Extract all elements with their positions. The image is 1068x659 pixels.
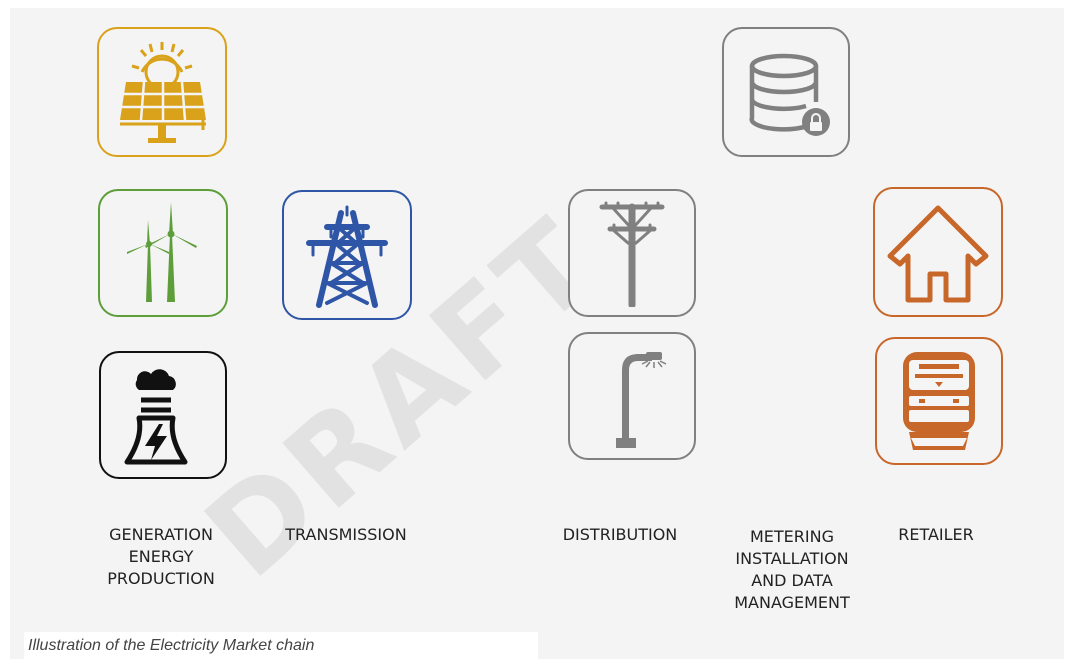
database-tile — [722, 27, 850, 157]
metering-label-line-2: INSTALLATION — [735, 549, 849, 568]
transmission-tile — [282, 190, 412, 320]
retailer-label-line-1: RETAILER — [898, 525, 974, 544]
power-plant-icon — [124, 369, 188, 465]
database-lock-icon — [749, 53, 830, 136]
utility-pole-tile — [568, 189, 696, 317]
distribution-label: DISTRIBUTION — [563, 524, 678, 546]
figure-caption: Illustration of the Electricity Market c… — [24, 632, 538, 659]
street-lamp-tile — [568, 332, 696, 460]
transmission-tower-icon — [306, 205, 388, 308]
utility-pole-icon — [599, 201, 665, 307]
solar-panel-icon — [120, 42, 206, 143]
generation-label-line-2: ENERGY — [128, 547, 194, 566]
metering-label-line-1: METERING — [749, 527, 834, 546]
wind-tile — [98, 189, 228, 317]
generation-label-line-3: PRODUCTION — [107, 569, 215, 588]
electricity-meter-icon — [903, 352, 975, 450]
metering-label-line-4: MANAGEMENT — [734, 593, 850, 612]
retailer-label: RETAILER — [898, 524, 974, 546]
street-lamp-icon — [616, 352, 667, 448]
transmission-label-line-1: TRANSMISSION — [285, 525, 407, 544]
generation-label: GENERATION ENERGY PRODUCTION — [107, 524, 215, 590]
house-tile — [873, 187, 1003, 317]
wind-turbine-icon — [127, 202, 197, 302]
transmission-label: TRANSMISSION — [285, 524, 406, 546]
metering-label: METERING INSTALLATION AND DATA MANAGEMEN… — [734, 526, 850, 614]
distribution-label-line-1: DISTRIBUTION — [562, 525, 678, 544]
metering-label-line-3: AND DATA — [751, 571, 833, 590]
house-icon — [887, 205, 989, 303]
power-plant-tile — [99, 351, 227, 479]
generation-label-line-1: GENERATION — [109, 525, 213, 544]
solar-tile — [97, 27, 227, 157]
meter-tile — [875, 337, 1003, 465]
